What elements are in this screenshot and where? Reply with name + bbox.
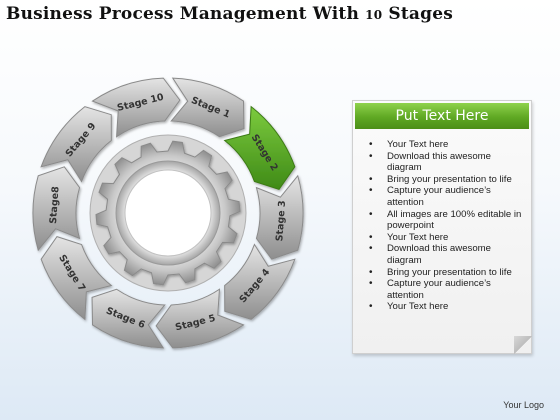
stage-chevron bbox=[255, 174, 304, 260]
stage-segment-5: Stage 5 bbox=[155, 288, 245, 349]
stage-label: Stage 3 bbox=[274, 200, 288, 242]
text-panel: Put Text Here Your Text here Download th… bbox=[352, 100, 532, 354]
bullet-item: Bring your presentation to life bbox=[361, 267, 527, 279]
stage-chevron bbox=[155, 288, 245, 349]
stage-segment-8: Stage8 bbox=[32, 166, 81, 252]
stage-label: Stage8 bbox=[48, 186, 62, 225]
stage-chevron bbox=[170, 77, 245, 138]
title-suffix: Stages bbox=[382, 4, 453, 24]
stage-chevron bbox=[32, 166, 81, 252]
bullet-item: Your Text here bbox=[361, 301, 527, 313]
stage-segment-6: Stage 6 bbox=[91, 288, 166, 349]
stage-segment-4: Stage 4 bbox=[224, 243, 296, 320]
stage-segment-2: Stage 2 bbox=[223, 105, 296, 190]
stage-chevron bbox=[91, 77, 181, 138]
stage-segment-1: Stage 1 bbox=[170, 77, 245, 138]
stage-segment-10: Stage 10 bbox=[91, 77, 181, 138]
stage-chevron bbox=[40, 236, 113, 321]
bullet-item: Bring your presentation to life bbox=[361, 174, 527, 186]
center-gear bbox=[89, 134, 247, 292]
bullet-item: Your Text here bbox=[361, 139, 527, 151]
stage-chevron bbox=[223, 105, 296, 190]
stage-chevron bbox=[91, 288, 166, 349]
bullet-item: Capture your audience’s attention bbox=[361, 185, 527, 208]
bullet-item: Capture your audience’s attention bbox=[361, 278, 527, 301]
bullet-item: All images are 100% editable in powerpoi… bbox=[361, 209, 527, 232]
panel-heading: Put Text Here bbox=[355, 103, 529, 129]
bullet-list: Your Text here Download this awesome dia… bbox=[361, 139, 527, 313]
title-number: 10 bbox=[365, 8, 383, 22]
page-curl bbox=[514, 336, 532, 354]
bullet-item: Download this awesome diagram bbox=[361, 243, 527, 266]
title-main: Business Process Management With bbox=[6, 4, 366, 24]
logo-placeholder: Your Logo bbox=[503, 400, 544, 410]
stage-chevron bbox=[224, 243, 296, 320]
stage-chevron bbox=[40, 106, 112, 183]
stage-segment-7: Stage 7 bbox=[40, 236, 113, 321]
stage-segment-9: Stage 9 bbox=[40, 106, 112, 183]
stage-segment-3: Stage 3 bbox=[255, 174, 304, 260]
page-title: Business Process Management With 10 Stag… bbox=[6, 4, 554, 24]
bullet-item: Your Text here bbox=[361, 232, 527, 244]
bullet-item: Download this awesome diagram bbox=[361, 151, 527, 174]
